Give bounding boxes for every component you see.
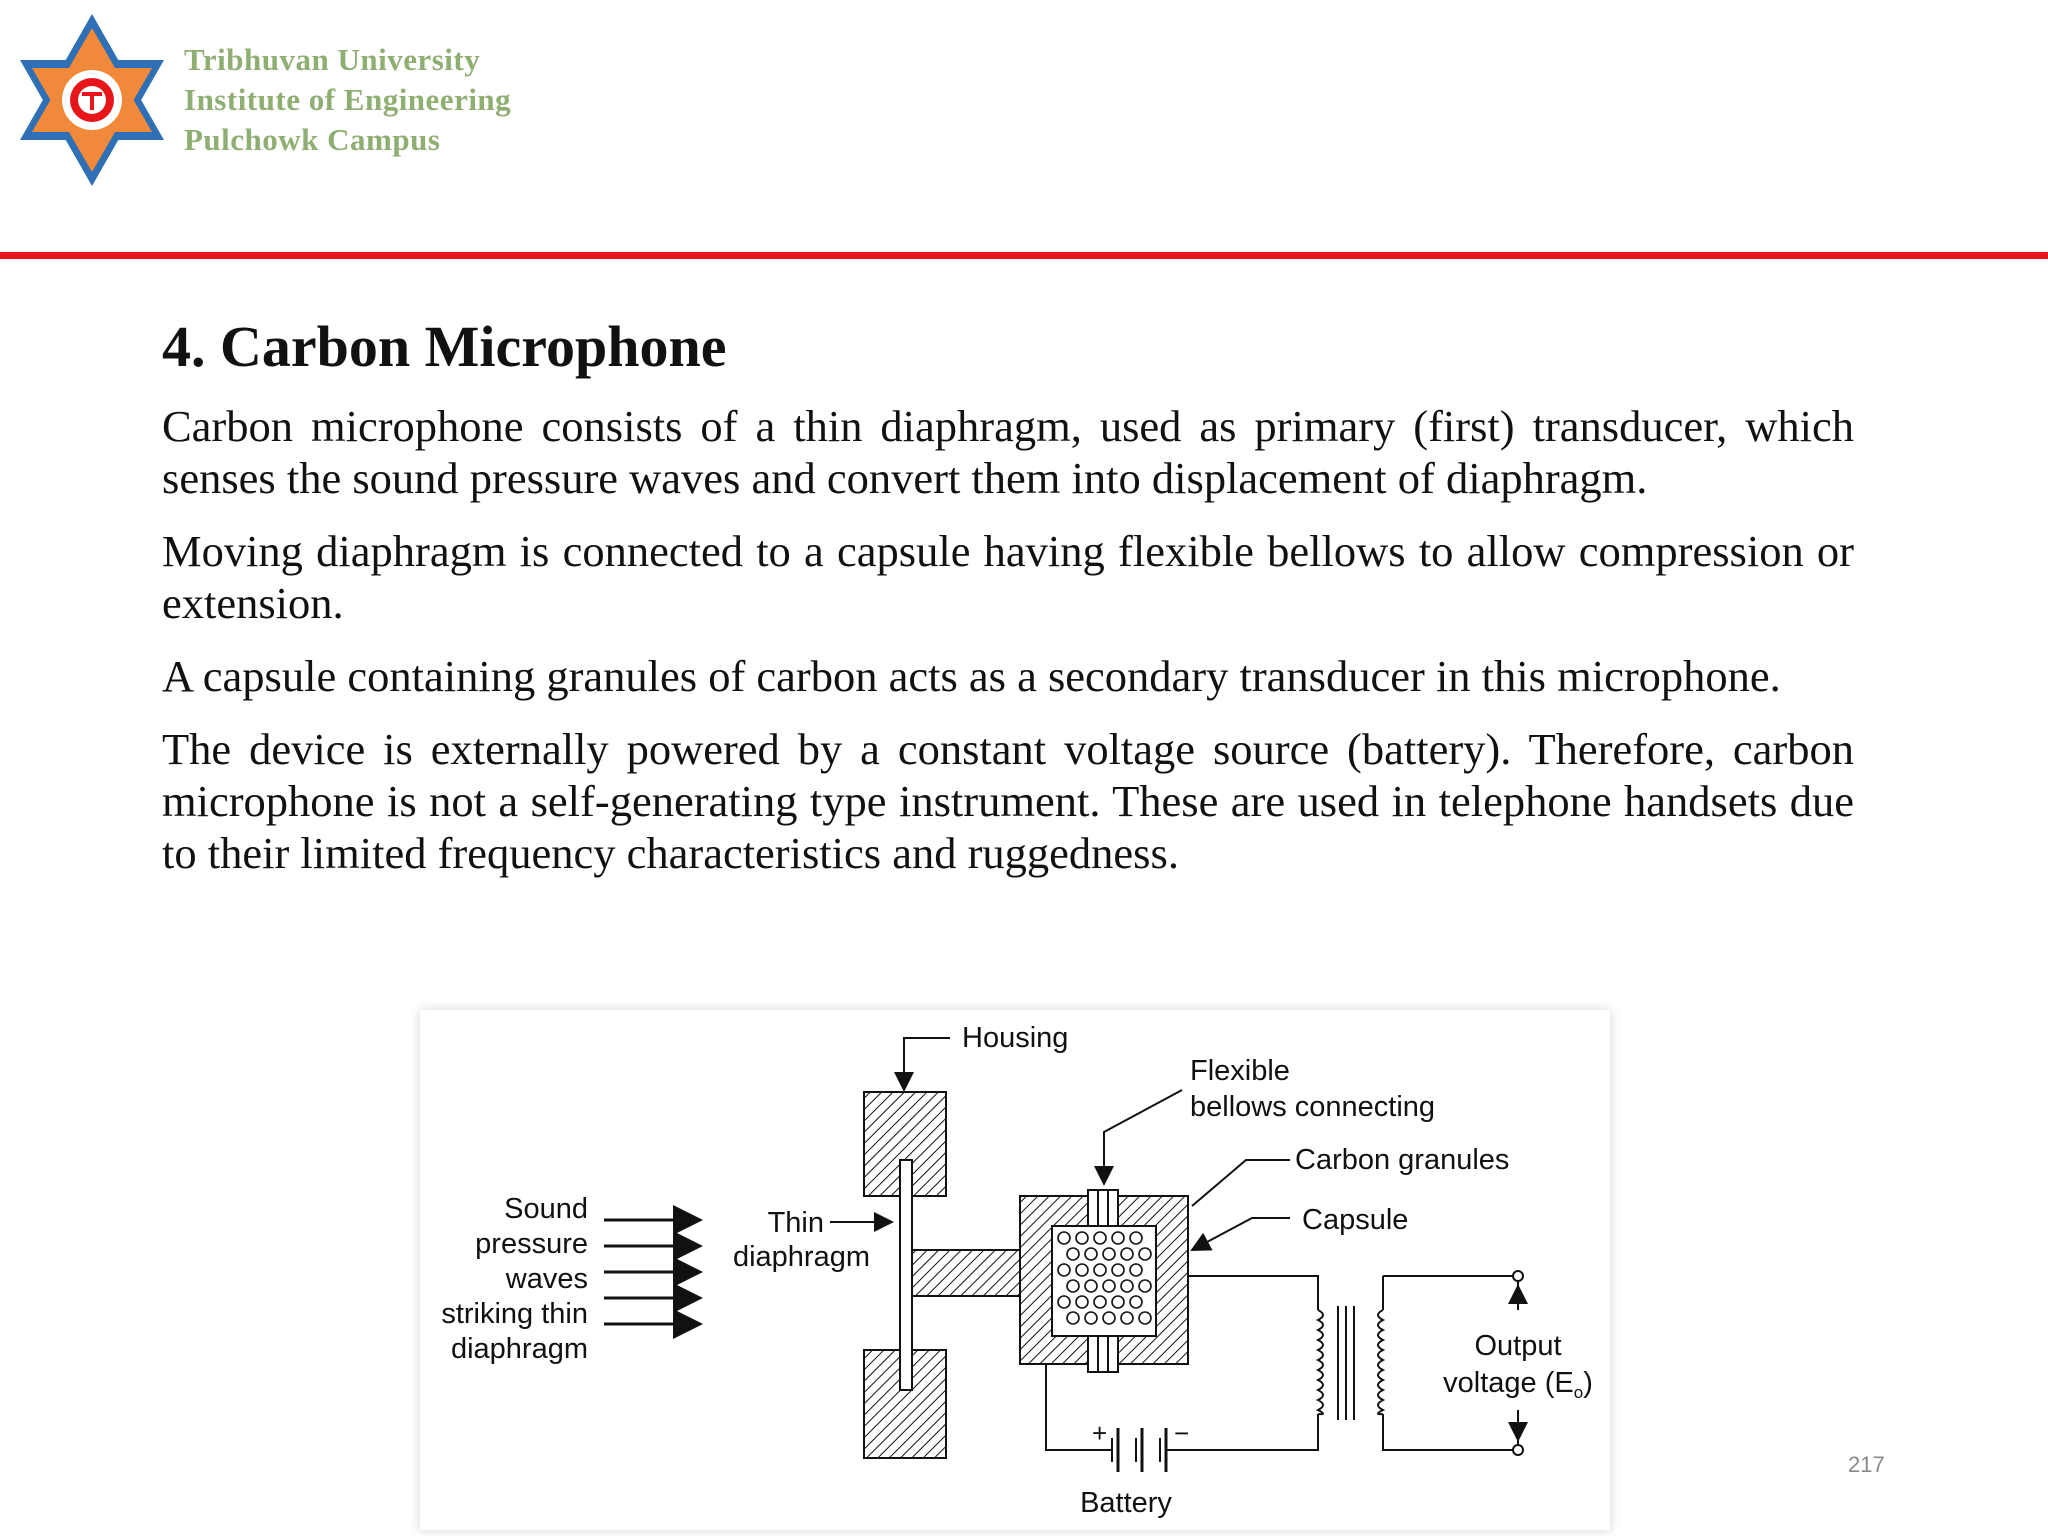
flexible-bellows	[1087, 1189, 1119, 1373]
label-battery-minus: −	[1174, 1418, 1189, 1448]
slide-body: Carbon microphone consists of a thin dia…	[162, 400, 1854, 900]
institution-name: Tribhuvan University Institute of Engine…	[184, 40, 511, 160]
label-housing: Housing	[962, 1022, 1068, 1054]
university-logo-icon	[20, 14, 164, 186]
institution-line-institute: Institute of Engineering	[184, 82, 512, 117]
carbon-granules	[1057, 1231, 1152, 1325]
slide-title: 4. Carbon Microphone	[162, 314, 727, 379]
label-flexible: Flexible	[1190, 1055, 1290, 1087]
label-battery-plus: +	[1092, 1418, 1107, 1448]
label-battery: Battery	[1080, 1487, 1172, 1519]
carbon-microphone-diagram: Housing Flexible bellows connecting Carb…	[420, 1010, 1610, 1530]
label-output: Output	[1474, 1330, 1561, 1362]
header-divider	[0, 252, 2048, 259]
housing-leader	[894, 1037, 950, 1092]
label-striking: striking thin	[441, 1298, 588, 1330]
housing-lower-wall	[863, 1349, 947, 1459]
label-pressure: pressure	[475, 1228, 588, 1260]
capsule-leader	[1190, 1217, 1290, 1251]
paragraph-battery: The device is externally powered by a co…	[162, 724, 1854, 878]
output-terminals	[1508, 1270, 1528, 1456]
diagram-svg: Housing Flexible bellows connecting Carb…	[441, 1022, 1593, 1519]
label-capsule: Capsule	[1302, 1204, 1408, 1236]
label-diaphragm-word: diaphragm	[451, 1333, 588, 1365]
label-bellows: bellows connecting	[1190, 1091, 1435, 1123]
label-sound: Sound	[504, 1193, 588, 1225]
battery-icon	[1111, 1428, 1202, 1472]
sound-wave-arrows	[604, 1205, 703, 1339]
circuit-wiring	[1045, 1275, 1518, 1451]
institution-line-university: Tribhuvan University	[184, 42, 481, 77]
label-output-voltage: voltage (Eo)	[1443, 1367, 1593, 1402]
granules-leader	[1191, 1159, 1290, 1207]
label-output-voltage-sub: o	[1574, 1383, 1583, 1402]
label-output-voltage-text: voltage (E	[1443, 1367, 1574, 1399]
label-thin: Thin	[768, 1207, 824, 1239]
label-thin-diaphragm: diaphragm	[733, 1241, 870, 1273]
paragraph-bellows: Moving diaphragm is connected to a capsu…	[162, 526, 1854, 628]
page-number: 217	[1848, 1452, 1885, 1477]
transformer-icon	[1315, 1306, 1386, 1420]
bellows-leader	[1094, 1089, 1183, 1186]
connecting-rod	[911, 1249, 1027, 1297]
label-waves: waves	[505, 1263, 588, 1295]
paragraph-capsule: A capsule containing granules of carbon …	[162, 651, 1781, 701]
label-carbon-granules: Carbon granules	[1295, 1144, 1509, 1176]
paragraph-diaphragm: Carbon microphone consists of a thin dia…	[162, 401, 1854, 503]
label-output-voltage-close: )	[1583, 1367, 1593, 1399]
institution-line-campus: Pulchowk Campus	[184, 122, 441, 157]
housing-upper-wall	[863, 1091, 947, 1197]
thin-diaphragm	[899, 1159, 913, 1391]
